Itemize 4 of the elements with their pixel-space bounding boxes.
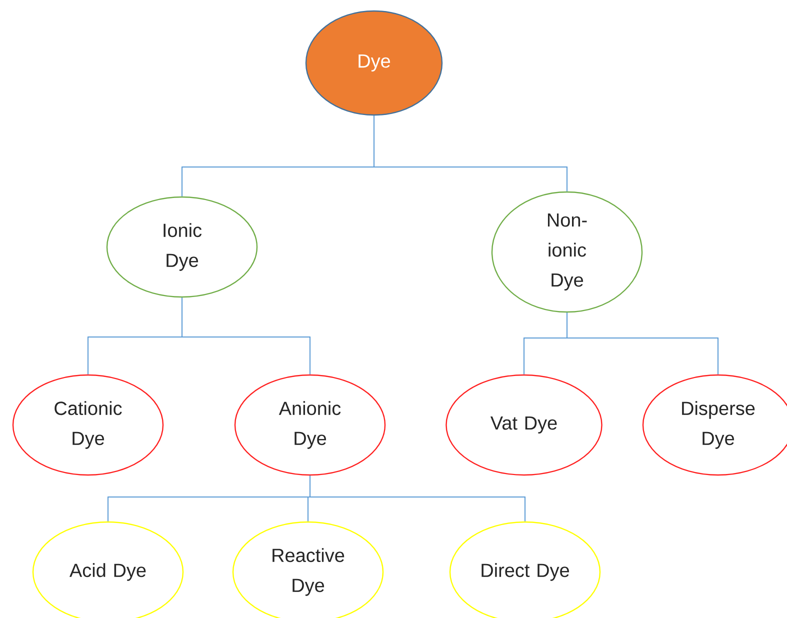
connector-line xyxy=(566,312,718,375)
connector-line xyxy=(182,297,310,375)
connector-line xyxy=(310,475,526,522)
connector-line xyxy=(374,115,568,192)
